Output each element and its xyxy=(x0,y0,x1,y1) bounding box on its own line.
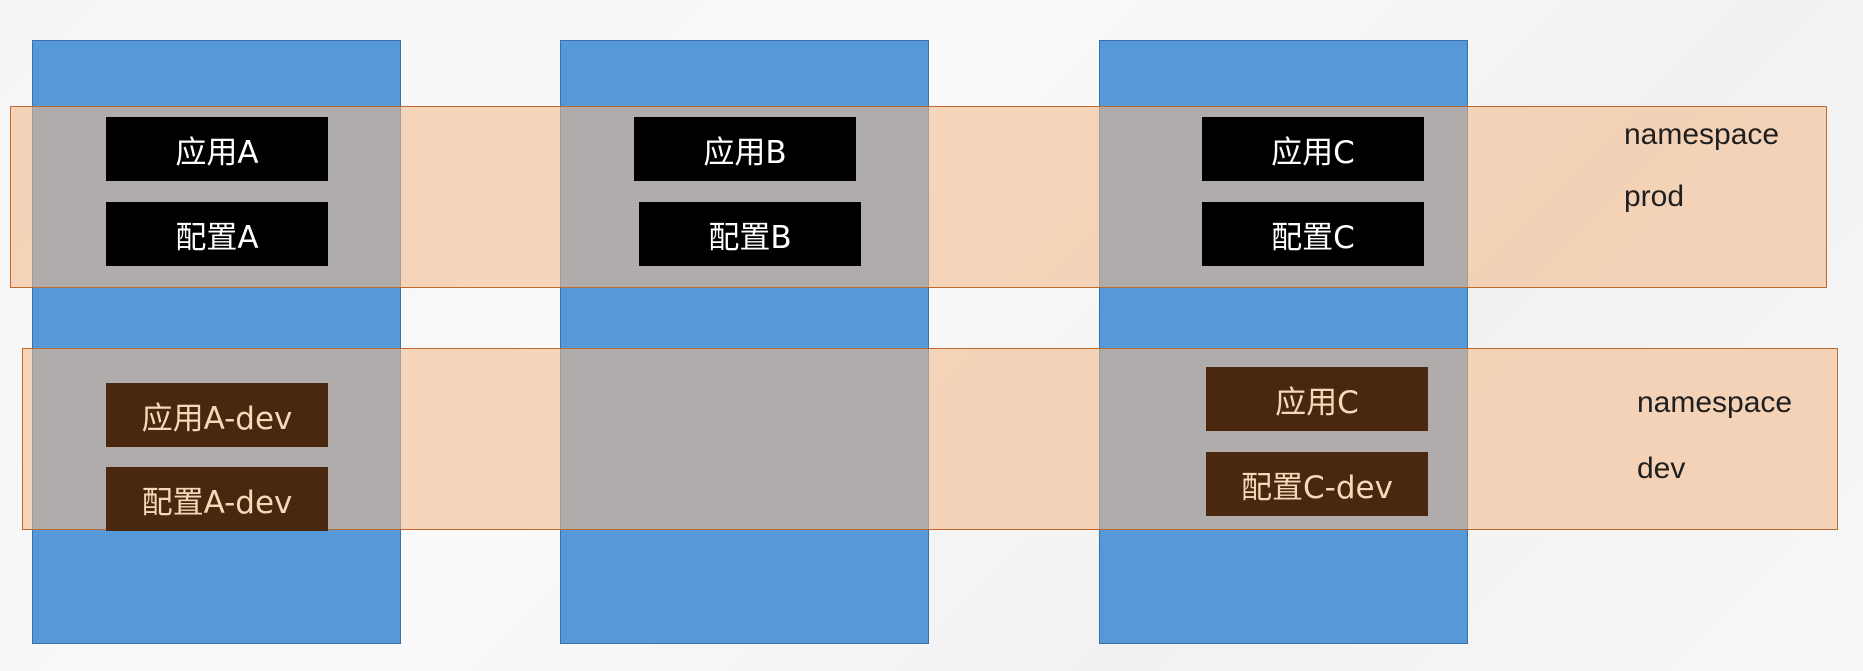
app-a-box: 应用A xyxy=(106,117,328,181)
config-c-dev-box: 配置C-dev xyxy=(1206,452,1428,516)
config-b-box: 配置B xyxy=(639,202,861,266)
config-a-dev-box: 配置A-dev xyxy=(106,467,328,531)
config-a-box: 配置A xyxy=(106,202,328,266)
app-c-dev-box: 应用C xyxy=(1206,367,1428,431)
namespace-prod-label-line1: namespace xyxy=(1624,118,1780,151)
namespace-dev-label-line1: namespace xyxy=(1637,386,1793,419)
namespace-prod-label-line2: prod xyxy=(1624,180,1685,213)
app-b-box: 应用B xyxy=(634,117,856,181)
app-a-dev-box: 应用A-dev xyxy=(106,383,328,447)
app-c-box: 应用C xyxy=(1202,117,1424,181)
config-c-box: 配置C xyxy=(1202,202,1424,266)
namespace-dev-label-line2: dev xyxy=(1637,452,1686,485)
